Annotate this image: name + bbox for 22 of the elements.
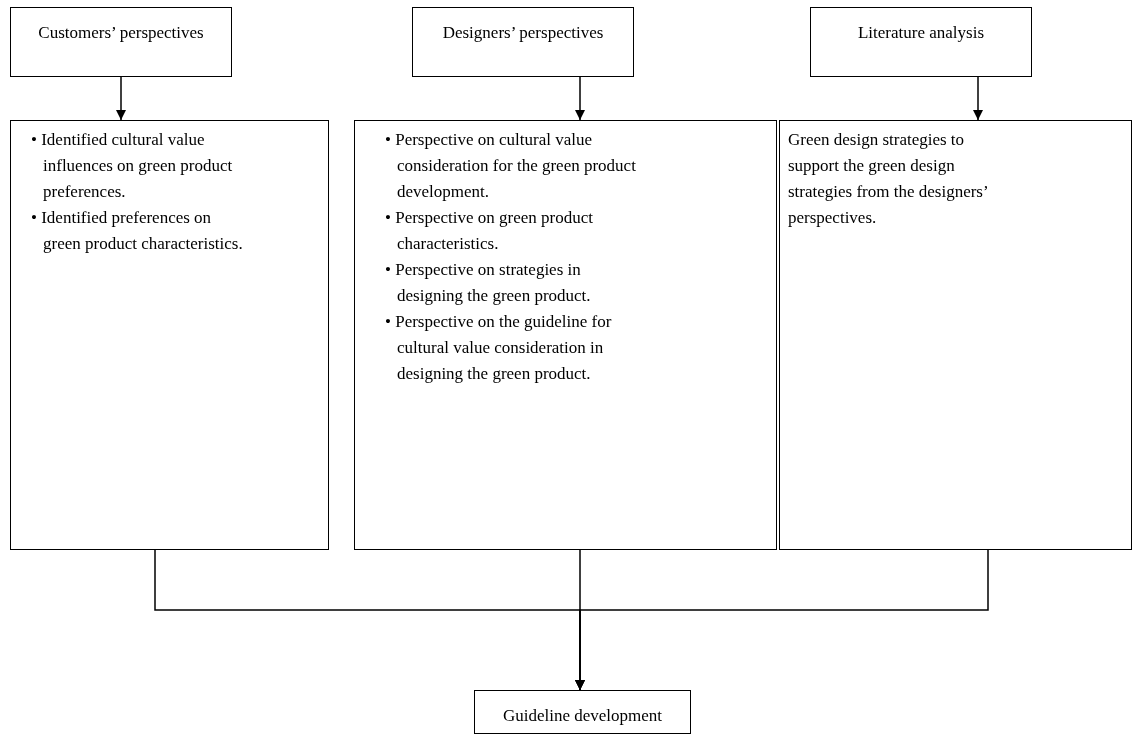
step-box xyxy=(474,690,691,734)
arrow xyxy=(575,76,585,121)
step-title: Customers’ perspectives xyxy=(37,22,205,44)
step-box xyxy=(810,7,1032,77)
step-title: Designers’ perspectives xyxy=(441,22,605,44)
box-text: Green design strategies to support the green design strategies from the designers’ perspectives. xyxy=(787,129,989,229)
bullet-text: • Perspective on the guideline for cultural value consideration in designing the green product. xyxy=(385,311,613,385)
bullet-text: • Identified preferences on green product characteristics. xyxy=(31,207,244,255)
content-box xyxy=(10,120,329,550)
bullet-text: • Identified cultural value influences on green product preferences. xyxy=(31,129,234,203)
content-box xyxy=(354,120,777,550)
step-title: Literature analysis xyxy=(857,22,985,44)
step-title: Guideline development xyxy=(501,705,664,727)
step-box xyxy=(412,7,634,77)
arrow xyxy=(116,76,126,121)
content-box xyxy=(779,120,1132,550)
bullet-text: • Perspective on cultural value consideration for the green product development. xyxy=(385,129,637,203)
bullet-text: • Perspective on strategies in designing the green product. xyxy=(385,259,592,307)
arrow xyxy=(575,549,989,691)
step-box xyxy=(10,7,232,77)
arrow xyxy=(973,76,983,121)
bullet-text: • Perspective on green product characteristics. xyxy=(385,207,594,255)
